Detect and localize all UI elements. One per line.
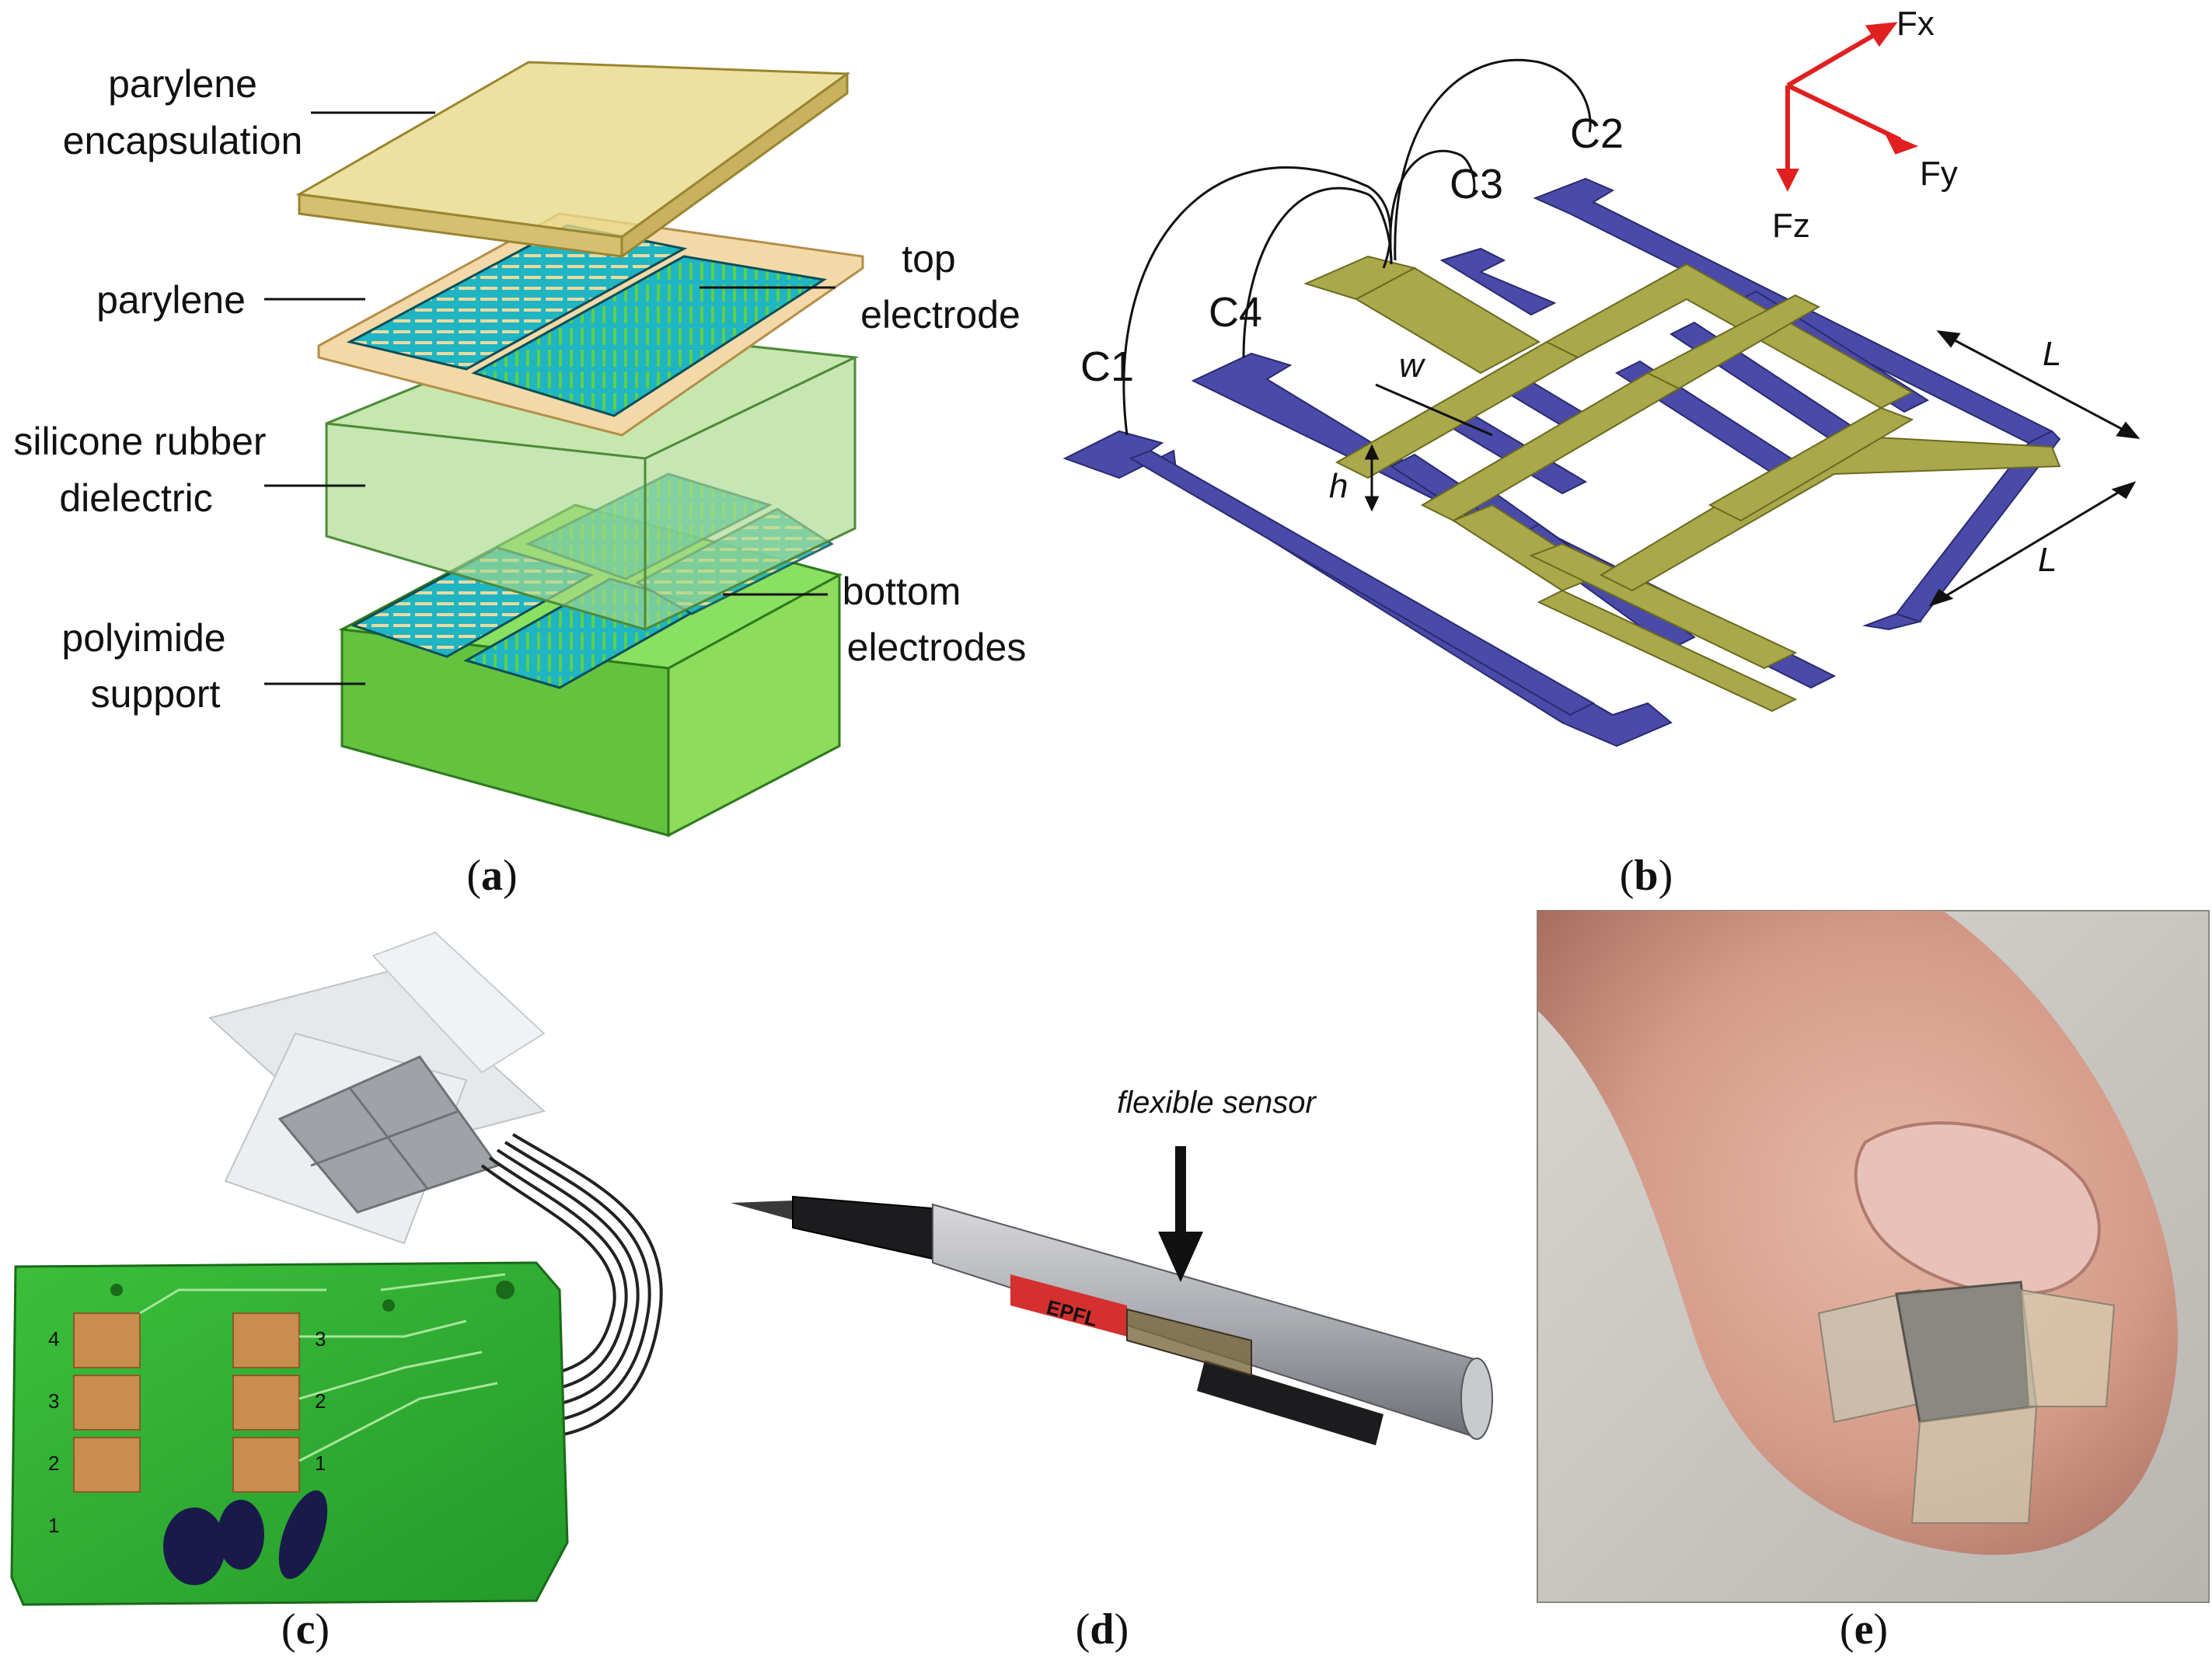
label-parylene-encapsulation-2: encapsulation [63,119,303,162]
panel-a-leader-lines [264,111,836,685]
caption-d: (d) [1076,1605,1129,1654]
label-bottom-electrodes-1: bottom [843,570,961,613]
pcb-mark-5: 3 [315,1327,326,1351]
panel-a-labels: parylene encapsulation parylene top elec… [13,62,1026,716]
pcb-mark-4: 1 [48,1514,59,1537]
caption-c: (c) [281,1605,330,1654]
pen: EPFL [731,1195,1493,1445]
pcb-mark-7: 1 [315,1452,326,1475]
sensor-tape-cross [208,931,546,1245]
label-c1: C1 [1080,343,1134,390]
label-c4: C4 [1209,289,1262,336]
panel-a-diagram: parylene encapsulation parylene top elec… [13,61,1026,900]
olive-top-electrode [1303,255,2061,713]
pcb-mark-2: 3 [48,1389,59,1413]
label-flexible-sensor: flexible sensor [1117,1086,1317,1120]
pcb-silkscreen-numbers: 4 3 2 1 3 2 1 [48,1327,326,1537]
flexible-sensor-on-finger [1817,1281,2116,1524]
label-polyimide-1: polyimide [61,616,225,660]
caption-e: (e) [1840,1605,1888,1654]
label-fy: Fy [1920,155,1958,193]
pcb-mark-6: 2 [315,1389,326,1413]
panel-d-photo: EPFL flexible sensor (d) [731,1086,1493,1654]
label-bottom-electrodes-2: electrodes [847,626,1027,669]
label-fx: Fx [1896,5,1935,43]
label-w: w [1399,347,1426,385]
label-fz: Fz [1772,207,1810,245]
pcb-board: 4 3 2 1 3 2 1 [10,1261,569,1606]
ribbon-cable [480,1133,663,1439]
label-top-electrode-2: electrode [860,293,1021,336]
caption-a: (a) [466,852,517,900]
caption-b: (b) [1620,852,1673,900]
label-silicone-1: silicone rubber [13,420,266,463]
panel-b-diagram: C1 C4 C3 C2 w h L L Fx Fy Fz (b) [1062,5,2140,900]
parylene-encapsulation-layer [295,61,851,259]
label-c3: C3 [1450,161,1503,207]
panel-c-photo: 4 3 2 1 3 2 1 (c) [10,931,663,1654]
label-h: h [1329,467,1348,505]
pcb-ink-marks [163,1490,328,1585]
parylene-top-electrode-layer [317,212,864,437]
label-parylene: parylene [96,278,246,322]
copper-pads [73,1312,300,1493]
dimension-marks [1364,330,2140,607]
label-polyimide-2: support [91,672,221,716]
label-c2: C2 [1570,110,1624,157]
label-silicone-2: dielectric [59,476,212,520]
panel-e-photo: (e) [1537,910,2210,1654]
label-l-top: L [2043,335,2061,373]
pcb-mounting-holes [110,1281,515,1312]
panel-b-labels: C1 C4 C3 C2 w h L L Fx Fy Fz [1080,5,2061,579]
force-axes [1776,22,1919,192]
pcb-mark-3: 2 [48,1452,59,1475]
label-l-bottom: L [2038,541,2057,579]
connection-wires [1122,58,1592,436]
pcb-mark-1: 4 [48,1327,59,1351]
label-top-electrode-1: top [902,237,956,281]
sensor-pointer-arrow [1158,1146,1203,1282]
label-parylene-encapsulation-1: parylene [108,62,257,106]
